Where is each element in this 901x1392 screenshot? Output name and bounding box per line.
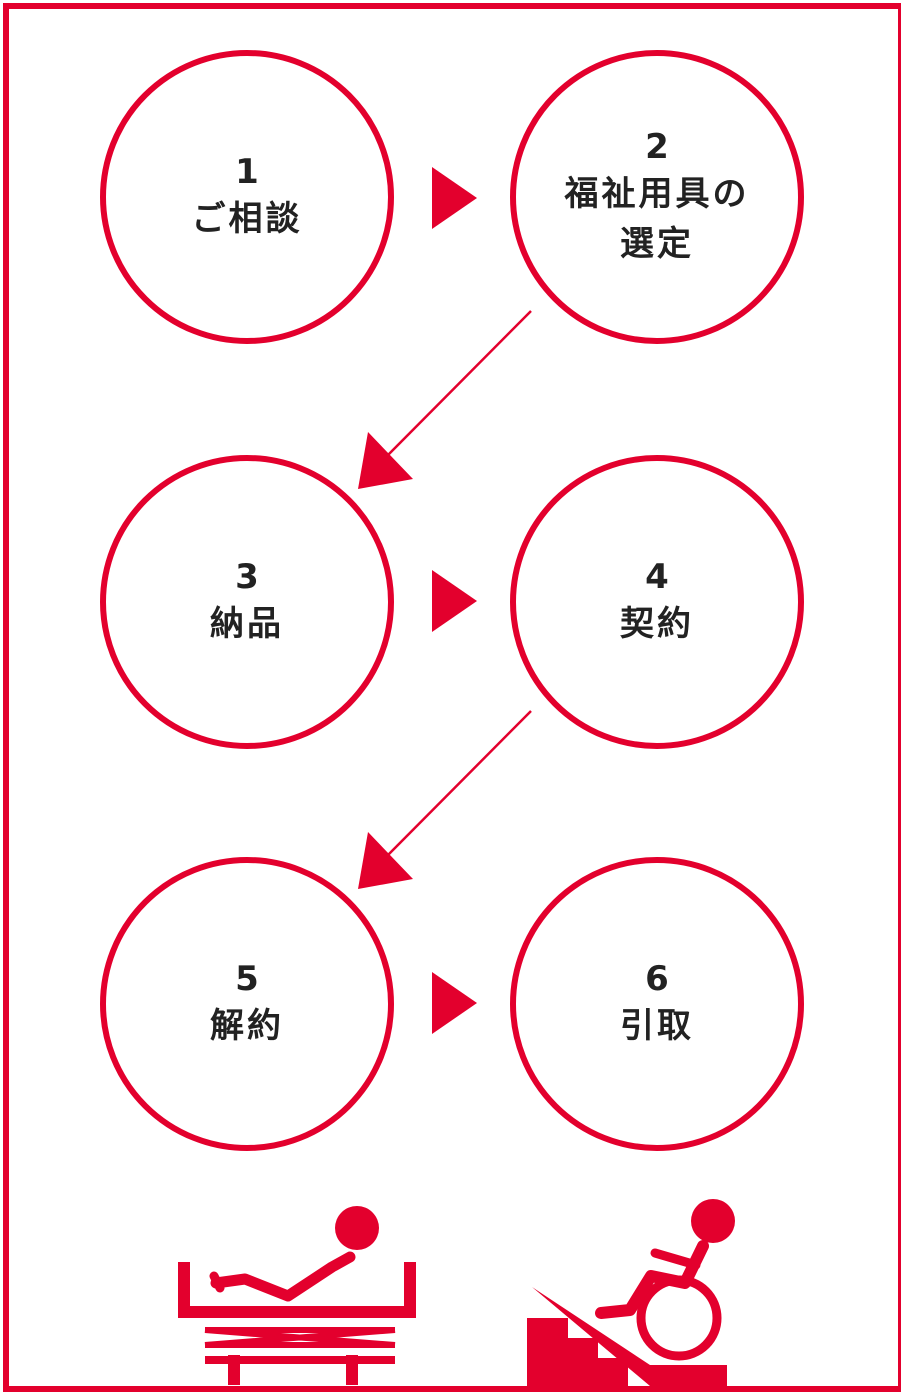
step-number: 6 — [645, 959, 669, 999]
step-number: 3 — [235, 557, 259, 597]
step-3-delivery: 3 納品 — [100, 455, 394, 749]
step-1-consultation: 1 ご相談 — [100, 50, 394, 344]
step-label: 納品 — [210, 604, 284, 644]
step-label: ご相談 — [191, 199, 303, 239]
step-number: 4 — [645, 557, 669, 597]
arrow-diagonal-icon — [358, 310, 532, 489]
arrow-right-icon — [432, 972, 477, 1034]
step-number: 5 — [235, 959, 259, 999]
step-6-pickup: 6 引取 — [510, 857, 804, 1151]
step-label: 福祉用具の — [564, 174, 750, 214]
step-2-equipment-selection: 2 福祉用具の 選定 — [510, 50, 804, 344]
step-4-contract: 4 契約 — [510, 455, 804, 749]
wheelchair-ramp-icon — [527, 1199, 735, 1386]
arrow-right-icon — [432, 167, 477, 229]
arrow-right-icon — [432, 570, 477, 632]
step-label: 引取 — [620, 1006, 694, 1046]
step-label-line2: 選定 — [620, 224, 694, 264]
step-5-cancellation: 5 解約 — [100, 857, 394, 1151]
step-number: 1 — [235, 152, 259, 192]
arrow-diagonal-icon — [358, 710, 532, 889]
step-label: 解約 — [210, 1006, 284, 1046]
step-number: 2 — [645, 127, 669, 167]
care-bed-icon — [178, 1206, 416, 1385]
step-label: 契約 — [620, 604, 694, 644]
